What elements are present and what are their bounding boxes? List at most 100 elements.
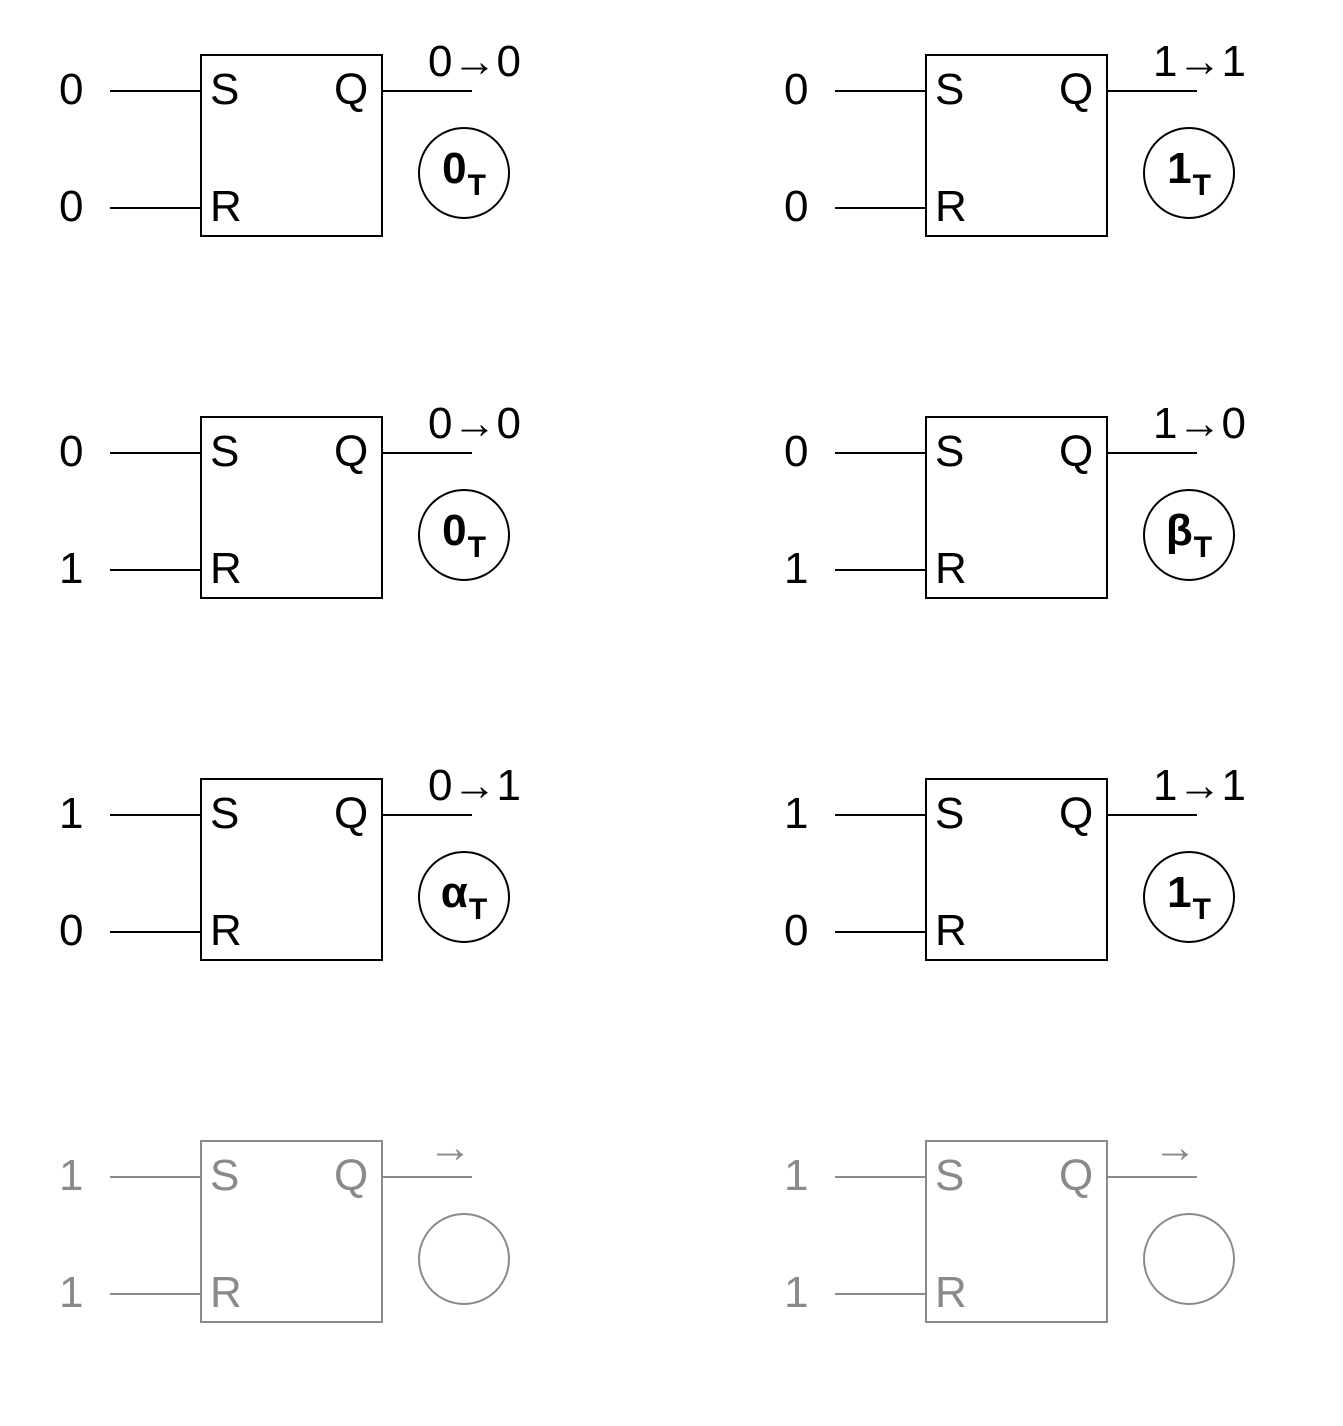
r-input-wire bbox=[110, 569, 201, 571]
latch-box bbox=[925, 416, 1108, 599]
s-input-value: 0 bbox=[784, 65, 809, 114]
s-input-value: 0 bbox=[59, 427, 84, 476]
state-circle: αT bbox=[418, 851, 510, 943]
s-input-value: 1 bbox=[59, 1151, 84, 1200]
latch-box bbox=[200, 416, 383, 599]
transition-label: → bbox=[1153, 1123, 1197, 1172]
state-circle: 0T bbox=[418, 489, 510, 581]
s-input-value: 1 bbox=[784, 789, 809, 838]
state-subscript: T bbox=[468, 892, 488, 926]
r-input-value: 0 bbox=[59, 182, 84, 231]
s-input-wire bbox=[110, 90, 201, 92]
latch-box bbox=[925, 1140, 1108, 1323]
r-input-value: 1 bbox=[59, 1268, 84, 1317]
latch-box bbox=[200, 778, 383, 961]
state-circle: βT bbox=[1143, 489, 1235, 581]
transition-label: 0→0 bbox=[428, 37, 521, 86]
s-input-wire bbox=[110, 1176, 201, 1178]
state-label bbox=[464, 1233, 465, 1282]
r-pin-label: R bbox=[210, 1268, 242, 1317]
q-pin-label: Q bbox=[1059, 427, 1094, 476]
state-circle: 0T bbox=[418, 127, 510, 219]
state-subscript: T bbox=[1192, 168, 1211, 202]
s-pin-label: S bbox=[210, 65, 240, 114]
s-input-value: 0 bbox=[784, 427, 809, 476]
q-output-wire bbox=[381, 90, 472, 92]
state-circle: 1T bbox=[1143, 851, 1235, 943]
latch-box bbox=[200, 1140, 383, 1323]
state-label: 1T bbox=[1167, 867, 1211, 926]
q-output-wire bbox=[1106, 814, 1197, 816]
q-pin-label: Q bbox=[334, 427, 369, 476]
r-pin-label: R bbox=[935, 1268, 967, 1317]
r-input-value: 0 bbox=[784, 906, 809, 955]
transition-label: 0→0 bbox=[428, 399, 521, 448]
latch-box bbox=[200, 54, 383, 237]
s-pin-label: S bbox=[210, 789, 240, 838]
s-pin-label: S bbox=[935, 1151, 965, 1200]
sr-latch-cell: 0 1 S R Q 1→0 βT bbox=[725, 362, 1325, 702]
r-input-value: 0 bbox=[784, 182, 809, 231]
state-label: βT bbox=[1165, 505, 1213, 564]
r-input-value: 0 bbox=[59, 906, 84, 955]
transition-label: 1→1 bbox=[1153, 37, 1246, 86]
s-input-wire bbox=[110, 814, 201, 816]
r-input-wire bbox=[110, 931, 201, 933]
q-pin-label: Q bbox=[334, 65, 369, 114]
sr-latch-cell: 0 0 S R Q 1→1 1T bbox=[725, 0, 1325, 340]
state-label: 1T bbox=[1167, 143, 1211, 202]
sr-latch-state-diagram: 0 0 S R Q 0→0 0T 0 0 S R Q 1→1 1T 0 1 S … bbox=[0, 0, 1325, 1323]
sr-latch-cell: 0 0 S R Q 0→0 0T bbox=[0, 0, 600, 340]
transition-label: → bbox=[428, 1123, 472, 1172]
r-input-value: 1 bbox=[784, 1268, 809, 1317]
q-output-wire bbox=[381, 452, 472, 454]
r-input-wire bbox=[835, 207, 926, 209]
s-input-value: 1 bbox=[59, 789, 84, 838]
q-output-wire bbox=[1106, 90, 1197, 92]
state-circle: 1T bbox=[1143, 127, 1235, 219]
q-pin-label: Q bbox=[334, 1151, 369, 1200]
s-pin-label: S bbox=[935, 789, 965, 838]
q-output-wire bbox=[381, 1176, 472, 1178]
latch-box bbox=[925, 54, 1108, 237]
s-pin-label: S bbox=[210, 427, 240, 476]
s-input-value: 1 bbox=[784, 1151, 809, 1200]
r-input-value: 1 bbox=[784, 544, 809, 593]
state-subscript: T bbox=[467, 530, 486, 564]
s-pin-label: S bbox=[935, 65, 965, 114]
q-output-wire bbox=[381, 814, 472, 816]
q-output-wire bbox=[1106, 1176, 1197, 1178]
s-pin-label: S bbox=[935, 427, 965, 476]
r-pin-label: R bbox=[935, 182, 967, 231]
state-label bbox=[1189, 1233, 1190, 1282]
r-input-wire bbox=[835, 569, 926, 571]
r-pin-label: R bbox=[935, 906, 967, 955]
r-input-wire bbox=[835, 931, 926, 933]
sr-latch-cell: 1 0 S R Q 1→1 1T bbox=[725, 724, 1325, 1064]
r-pin-label: R bbox=[935, 544, 967, 593]
q-pin-label: Q bbox=[334, 789, 369, 838]
latch-box bbox=[925, 778, 1108, 961]
state-subscript: T bbox=[1193, 530, 1213, 564]
state-circle bbox=[418, 1213, 510, 1305]
s-input-wire bbox=[835, 452, 926, 454]
s-input-wire bbox=[835, 1176, 926, 1178]
s-input-wire bbox=[110, 452, 201, 454]
r-pin-label: R bbox=[210, 544, 242, 593]
q-pin-label: Q bbox=[1059, 1151, 1094, 1200]
transition-label: 1→0 bbox=[1153, 399, 1246, 448]
r-pin-label: R bbox=[210, 182, 242, 231]
sr-latch-cell: 1 0 S R Q 0→1 αT bbox=[0, 724, 600, 1064]
q-output-wire bbox=[1106, 452, 1197, 454]
state-label: αT bbox=[440, 867, 488, 926]
q-pin-label: Q bbox=[1059, 65, 1094, 114]
q-pin-label: Q bbox=[1059, 789, 1094, 838]
sr-latch-cell: 1 1 S R Q → bbox=[725, 1086, 1325, 1426]
s-input-value: 0 bbox=[59, 65, 84, 114]
sr-latch-cell: 0 1 S R Q 0→0 0T bbox=[0, 362, 600, 702]
r-input-wire bbox=[110, 207, 201, 209]
r-input-value: 1 bbox=[59, 544, 84, 593]
r-input-wire bbox=[835, 1293, 926, 1295]
state-subscript: T bbox=[467, 168, 486, 202]
s-input-wire bbox=[835, 814, 926, 816]
